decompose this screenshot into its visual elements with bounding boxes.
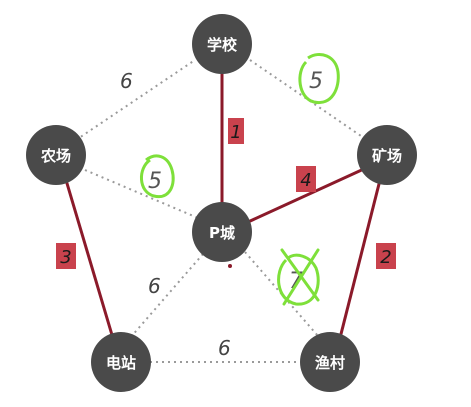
edge-pcity-mine [247, 166, 367, 224]
edge-farm-power [64, 179, 114, 336]
edge-mine-fishing [338, 179, 382, 339]
edge-school-mine [249, 59, 365, 139]
edge-farm-school [75, 59, 196, 141]
node-mine: 矿场 [357, 125, 417, 185]
weight-farm-school: 6 [120, 69, 133, 93]
node-pcity: P城 [192, 202, 252, 262]
weight-power-fishing: 6 [218, 336, 231, 360]
node-label-pcity: P城 [209, 224, 235, 242]
node-label-power: 电站 [106, 354, 136, 372]
node-label-school: 学校 [207, 36, 238, 54]
weight-mine-fishing: 2 [380, 247, 391, 268]
weight-school-mine: 5 [309, 69, 323, 94]
ink-dot [228, 264, 232, 268]
weight-pcity-mine: 4 [300, 170, 311, 191]
weight-school-pcity: 1 [230, 122, 241, 143]
mst-label-school-pcity: 1 [228, 118, 244, 144]
node-label-farm: 农场 [40, 147, 71, 165]
node-label-fishing: 渔村 [315, 354, 345, 372]
weight-farm-power: 3 [60, 247, 71, 268]
mst-label-mine-fishing: 2 [376, 243, 396, 269]
green-circle-farm-pcity [140, 154, 175, 199]
node-power: 电站 [91, 332, 151, 392]
node-school: 学校 [192, 14, 252, 74]
edge-pcity-power [129, 253, 204, 339]
green-cross-pcity-fishing [280, 248, 320, 306]
node-fishing: 渔村 [300, 332, 360, 392]
green-circle-school-mine [298, 53, 340, 105]
node-label-mine: 矿场 [372, 147, 402, 165]
weight-farm-pcity: 5 [148, 169, 162, 194]
mst-label-pcity-mine: 4 [296, 166, 316, 192]
mst-label-farm-power: 3 [56, 243, 76, 269]
edge-farm-pcity [84, 169, 199, 219]
weight-pcity-power: 6 [148, 274, 161, 298]
node-farm: 农场 [26, 125, 86, 185]
